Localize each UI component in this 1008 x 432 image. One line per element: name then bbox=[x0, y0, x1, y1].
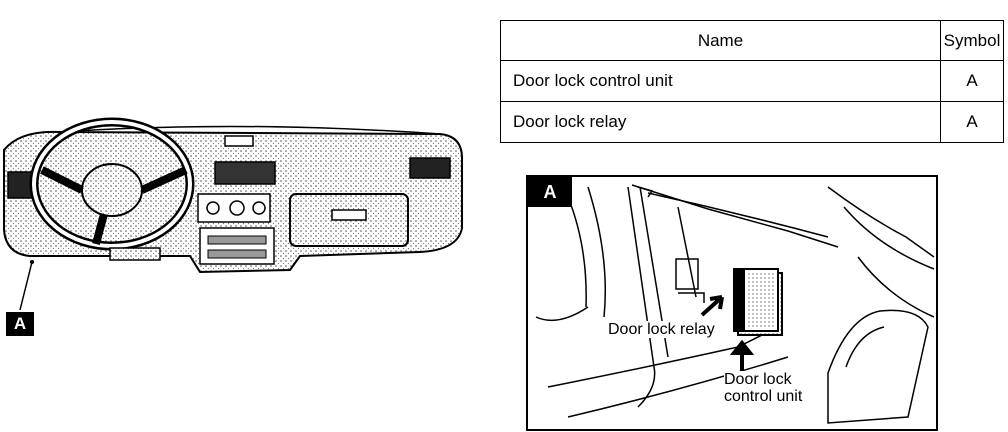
label-door-lock-control-unit: Door lock control unit bbox=[724, 371, 803, 405]
header-name: Name bbox=[500, 20, 941, 61]
callout-a-label: A bbox=[6, 312, 34, 336]
table-row: Door lock relay A bbox=[500, 101, 1004, 143]
parts-table: Name Symbol Door lock control unit A Doo… bbox=[500, 20, 1004, 143]
row-symbol: A bbox=[940, 101, 1004, 143]
row-name: Door lock relay bbox=[500, 101, 941, 143]
label-door-lock-relay: Door lock relay bbox=[606, 321, 717, 338]
table-row: Door lock control unit A bbox=[500, 60, 1004, 102]
label-unit-line1: Door lock bbox=[724, 371, 792, 388]
label-unit-line2: control unit bbox=[724, 388, 803, 405]
dashboard-illustration bbox=[3, 117, 463, 311]
table-header-row: Name Symbol bbox=[500, 20, 1004, 61]
header-symbol: Symbol bbox=[940, 20, 1004, 61]
row-symbol: A bbox=[940, 60, 1004, 102]
detail-tag-a: A bbox=[528, 177, 572, 207]
detail-view-a: A Door lock relay Door lock control unit bbox=[526, 175, 938, 431]
detail-illustration bbox=[535, 184, 935, 424]
row-name: Door lock control unit bbox=[500, 60, 941, 102]
